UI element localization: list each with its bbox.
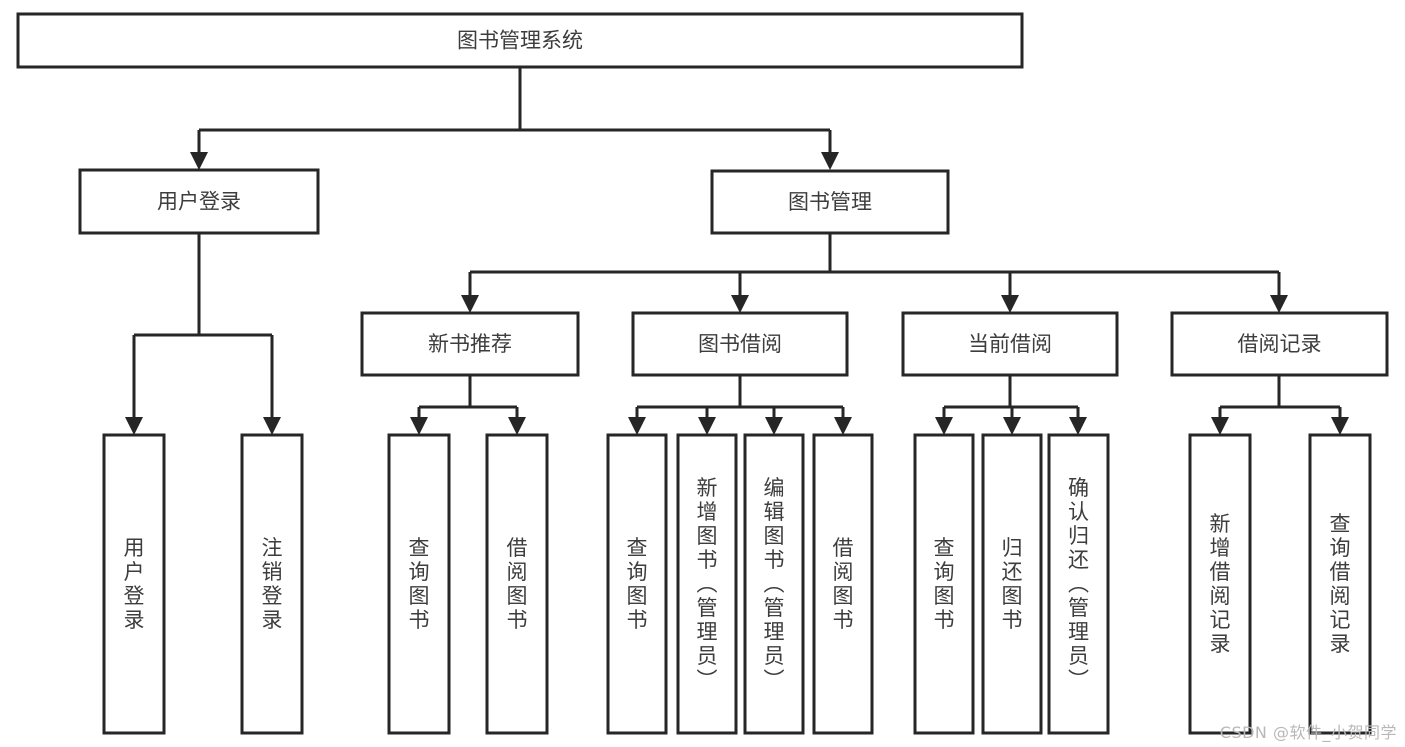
node-leaf-11-label: 新增借阅记录: [1210, 512, 1231, 656]
node-level3-3[interactable]: 借阅记录: [1170, 311, 1389, 377]
arrow-head-icon: [1211, 417, 1229, 435]
node-layer: 图书管理系统用户登录图书管理新书推荐图书借阅当前借阅借阅记录用户登录注销登录查询…: [16, 12, 1389, 735]
arrow-head-icon: [1069, 417, 1087, 435]
arrow-head-icon: [821, 152, 839, 170]
edge-0-to-leaves: [410, 375, 526, 435]
node-leaf-9[interactable]: 归还图书: [981, 433, 1043, 735]
node-leaf-5[interactable]: 新增图书︵管理员︶: [676, 433, 738, 735]
node-leaf-12-label: 查询借阅记录: [1330, 512, 1351, 656]
node-leaf-2[interactable]: 查询图书: [387, 433, 451, 735]
node-level2-0-label: 用户登录: [157, 190, 241, 214]
node-leaf-0-box[interactable]: [102, 433, 166, 735]
node-leaf-7[interactable]: 借阅图书: [812, 433, 874, 735]
node-leaf-5-box[interactable]: [676, 433, 738, 735]
arrow-head-icon: [263, 417, 281, 435]
edge-1-to-leaves: [628, 375, 852, 435]
node-leaf-12[interactable]: 查询借阅记录: [1308, 433, 1372, 735]
node-level3-2-label: 当前借阅: [968, 332, 1052, 356]
edge-user-login-to-leaves: [125, 233, 281, 435]
node-leaf-1[interactable]: 注销登录: [240, 433, 304, 735]
edge-2-to-leaves: [935, 375, 1087, 435]
node-leaf-4-label: 查询图书: [627, 536, 648, 632]
node-level2-0[interactable]: 用户登录: [78, 168, 320, 235]
arrow-head-icon: [125, 417, 143, 435]
node-leaf-5-label: 新增图书︵管理员︶: [697, 476, 718, 692]
node-leaf-11-box[interactable]: [1188, 433, 1252, 735]
arrow-head-icon: [1003, 417, 1021, 435]
arrow-head-icon: [1001, 295, 1019, 313]
edge-book-mgmt-to-level3: [461, 233, 1288, 313]
arrow-head-icon: [1270, 295, 1288, 313]
node-level3-0-label: 新书推荐: [428, 332, 512, 356]
node-leaf-12-box[interactable]: [1308, 433, 1372, 735]
node-leaf-1-label: 注销登录: [262, 536, 283, 632]
node-level3-3-box[interactable]: [1170, 311, 1389, 377]
arrow-head-icon: [410, 417, 428, 435]
node-level3-2-box[interactable]: [901, 311, 1119, 377]
node-level2-1[interactable]: 图书管理: [710, 169, 950, 235]
node-leaf-2-box[interactable]: [387, 433, 451, 735]
arrow-head-icon: [731, 295, 749, 313]
node-root-box[interactable]: [16, 12, 1024, 69]
node-leaf-0-label: 用户登录: [124, 536, 145, 632]
arrow-head-icon: [628, 417, 646, 435]
node-leaf-7-label: 借阅图书: [833, 536, 854, 632]
node-leaf-4[interactable]: 查询图书: [606, 433, 668, 735]
node-leaf-8-box[interactable]: [913, 433, 975, 735]
node-leaf-6-box[interactable]: [743, 433, 805, 735]
edge-3-to-leaves: [1211, 375, 1349, 435]
node-level3-3-label: 借阅记录: [1238, 332, 1322, 356]
node-level3-1[interactable]: 图书借阅: [631, 311, 849, 377]
node-level3-1-label: 图书借阅: [698, 332, 782, 356]
connector-layer: [125, 67, 1349, 435]
arrow-head-icon: [698, 417, 716, 435]
edge-root-to-level2: [190, 67, 839, 170]
node-level2-1-box[interactable]: [710, 169, 950, 235]
node-level3-2[interactable]: 当前借阅: [901, 311, 1119, 377]
node-leaf-3-box[interactable]: [485, 433, 549, 735]
watermark-text: CSDN @软件_小贺同学: [1219, 723, 1397, 742]
node-level2-1-label: 图书管理: [788, 190, 872, 214]
node-leaf-3-label: 借阅图书: [507, 536, 528, 632]
node-level3-1-box[interactable]: [631, 311, 849, 377]
arrow-head-icon: [765, 417, 783, 435]
arrow-head-icon: [834, 417, 852, 435]
node-leaf-6-label: 编辑图书︵管理员︶: [764, 476, 785, 692]
node-leaf-10-box[interactable]: [1047, 433, 1110, 735]
node-leaf-9-box[interactable]: [981, 433, 1043, 735]
node-leaf-11[interactable]: 新增借阅记录: [1188, 433, 1252, 735]
node-leaf-9-label: 归还图书: [1002, 536, 1023, 632]
node-root-label: 图书管理系统: [457, 29, 583, 53]
node-leaf-3[interactable]: 借阅图书: [485, 433, 549, 735]
arrow-head-icon: [461, 295, 479, 313]
node-leaf-1-box[interactable]: [240, 433, 304, 735]
node-leaf-8[interactable]: 查询图书: [913, 433, 975, 735]
arrow-head-icon: [935, 417, 953, 435]
node-leaf-0[interactable]: 用户登录: [102, 433, 166, 735]
node-leaf-8-label: 查询图书: [934, 536, 955, 632]
node-level3-0[interactable]: 新书推荐: [360, 311, 580, 377]
node-level2-0-box[interactable]: [78, 168, 320, 235]
arrow-head-icon: [1331, 417, 1349, 435]
node-leaf-10-label: 确认归还︵管理员︶: [1068, 476, 1089, 692]
node-leaf-10[interactable]: 确认归还︵管理员︶: [1047, 433, 1110, 735]
node-leaf-7-box[interactable]: [812, 433, 874, 735]
node-level3-0-box[interactable]: [360, 311, 580, 377]
node-root[interactable]: 图书管理系统: [16, 12, 1024, 69]
node-leaf-4-box[interactable]: [606, 433, 668, 735]
node-leaf-6[interactable]: 编辑图书︵管理员︶: [743, 433, 805, 735]
node-leaf-2-label: 查询图书: [409, 536, 430, 632]
arrow-head-icon: [190, 152, 208, 170]
arrow-head-icon: [508, 417, 526, 435]
